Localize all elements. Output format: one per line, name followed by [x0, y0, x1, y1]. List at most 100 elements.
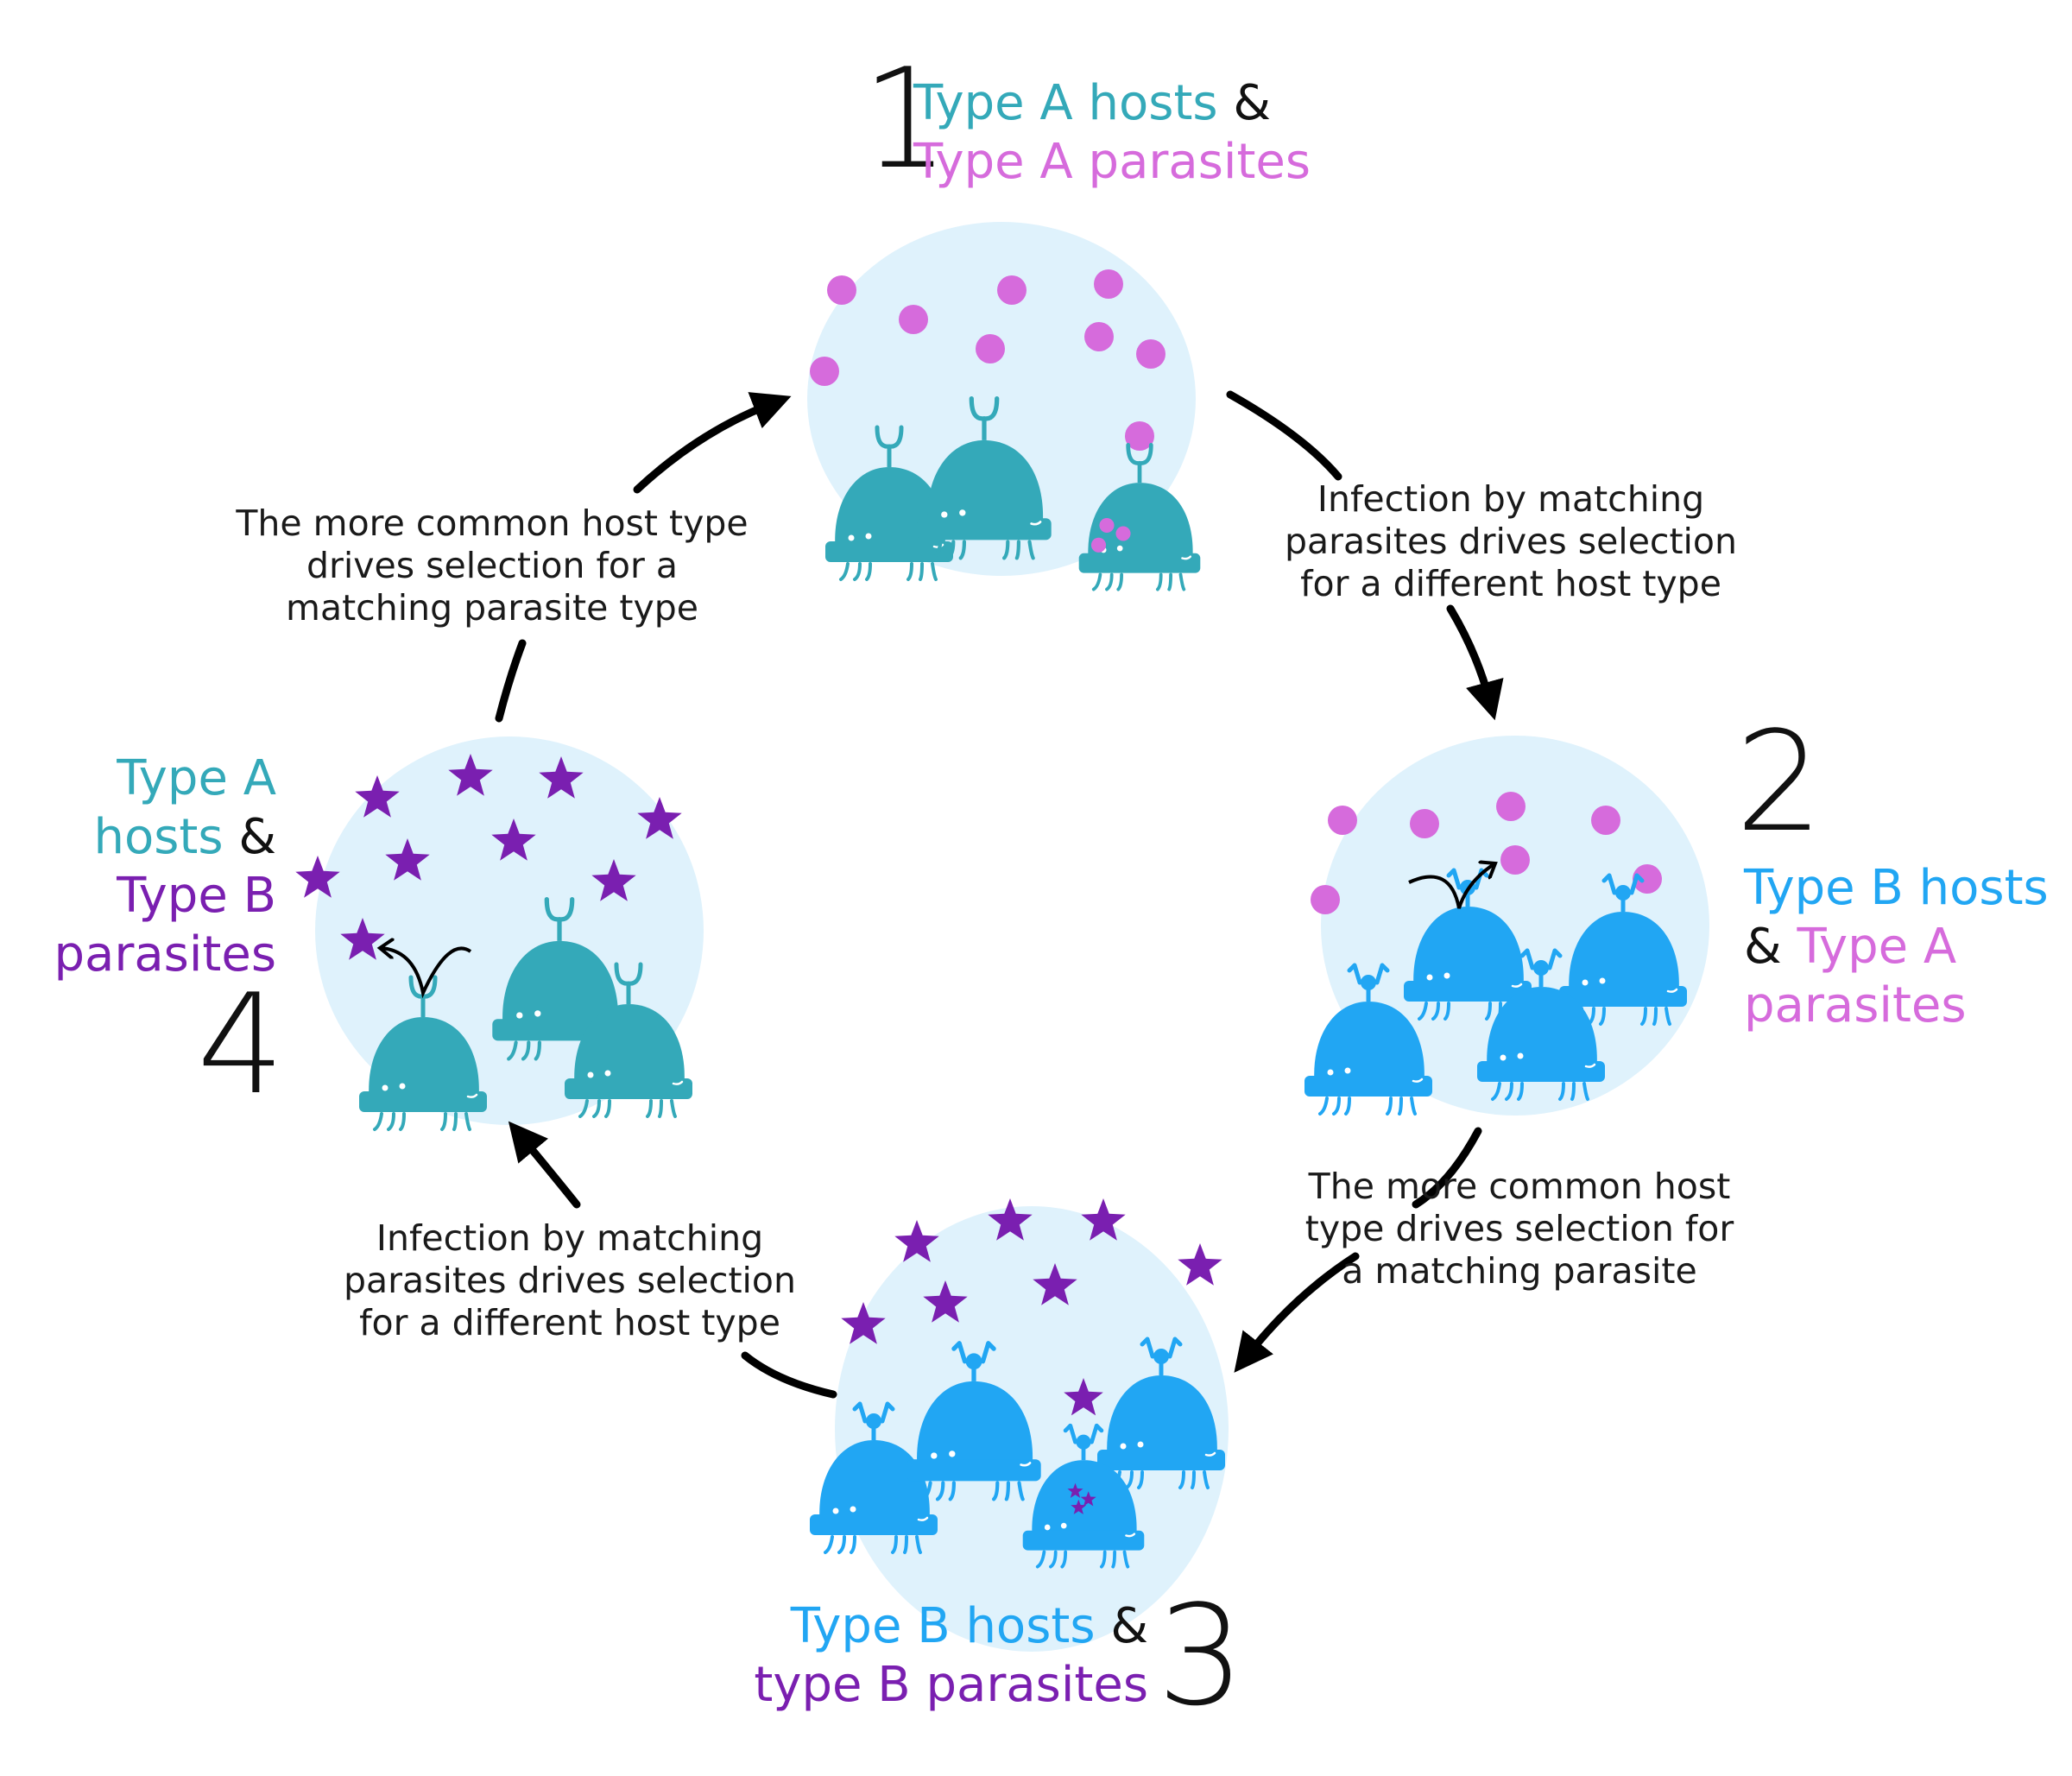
- host-mouth: [466, 1093, 478, 1098]
- caption-3-to-4-line-3: for a different host type: [359, 1302, 780, 1343]
- stage-4-parasite-star-icon: [539, 756, 584, 799]
- stage-4-host: [565, 962, 692, 1118]
- stage-1-parasite-circle-icon: [1094, 269, 1123, 299]
- host-legs: [824, 1535, 922, 1554]
- stage-4-parasite-star-icon: [340, 918, 385, 960]
- host-antenna-crab: [1140, 1337, 1183, 1359]
- stage-1-parasite-circle-icon: [976, 334, 1005, 363]
- stage-4-parasite-star-icon: [448, 754, 493, 796]
- stage-1-host-infected: [1078, 443, 1201, 591]
- stage-2-parasite-circle-icon: [1591, 806, 1620, 835]
- host-rim: [1304, 1076, 1432, 1097]
- stage-4-host-text-2: hosts: [93, 809, 224, 865]
- host-mouth: [1020, 1462, 1032, 1467]
- stage-1-parasite-circle-icon: [1136, 339, 1166, 369]
- arrow-1-to-2-head-segment: [1446, 604, 1504, 721]
- stage-1-parasite-circle-icon: [1125, 421, 1154, 451]
- host-legs: [1091, 572, 1186, 591]
- host-legs: [932, 540, 1035, 560]
- host-body: [1107, 1375, 1217, 1462]
- stage-3-ampersand: &: [1110, 1598, 1148, 1654]
- host-antenna-crab: [1519, 948, 1563, 970]
- stage-2-parasite-circle-icon: [1633, 864, 1662, 894]
- stage-2-parasite-circle-icon: [1496, 792, 1526, 821]
- host-body: [1088, 483, 1193, 566]
- host-rim: [1559, 986, 1687, 1007]
- host-body: [917, 1381, 1033, 1472]
- stage-4-parasite-star-icon: [355, 775, 400, 818]
- stage-4-parasite-text-2: parasites: [54, 926, 276, 983]
- stage-2-parasite-circle-icon: [1500, 845, 1530, 875]
- stage-4-parasite-star-icon: [637, 797, 682, 839]
- host-body: [502, 940, 619, 1032]
- host-antenna-crab: [1063, 1423, 1104, 1444]
- stage-2-parasite-circle-icon: [1328, 806, 1357, 835]
- stage-3-host-text: Type B hosts: [790, 1598, 1096, 1654]
- host-body: [1413, 907, 1524, 993]
- host-eye-left: [1500, 1054, 1507, 1061]
- arrow-4-to-1-lower-segment: [495, 639, 527, 723]
- host-eye-right: [1137, 1441, 1144, 1448]
- host-antenna-knob: [866, 1413, 881, 1429]
- stage-3-host: [1097, 1337, 1225, 1489]
- host-eye-right: [1517, 1052, 1524, 1059]
- host-eye-right: [399, 1083, 406, 1090]
- host-body: [1487, 987, 1597, 1073]
- stage-1-label: Type A hosts & Type A parasites: [913, 74, 1311, 192]
- host-eye-right: [604, 1070, 611, 1077]
- host-eye-right: [949, 1451, 956, 1457]
- host-mouth: [1584, 1063, 1596, 1068]
- host-legs: [839, 562, 938, 581]
- host-rim: [1097, 1450, 1225, 1470]
- stage-1-parasite-circle-icon: [997, 275, 1027, 305]
- stage-2-ampersand: &: [1744, 919, 1782, 975]
- caption-2-to-3-line-3: a matching parasite: [1342, 1250, 1697, 1292]
- stage-2-parasite-circle-icon: [1311, 885, 1340, 914]
- host-antenna-cup: [614, 962, 643, 986]
- stage-3-label: Type B hosts & type B parasites: [751, 1597, 1148, 1715]
- infecting-parasite-circle-icon: [1090, 537, 1107, 553]
- stage-2-parasite-text: Type A: [1797, 919, 1957, 975]
- caption-1-to-2-line-2: parasites drives selection: [1284, 521, 1737, 562]
- infecting-parasite-circle-icon: [1115, 526, 1131, 541]
- stage-3-parasite-star-icon: [841, 1302, 886, 1344]
- stage-2-host-text: Type B hosts: [1744, 860, 2049, 916]
- stage-2-host: [1304, 963, 1432, 1116]
- host-eye-left: [587, 1071, 594, 1078]
- arrow-3-to-4-lower-segment: [741, 1351, 837, 1399]
- host-body: [1569, 912, 1679, 998]
- host-legs: [1418, 1002, 1516, 1021]
- host-antenna-cup: [969, 395, 1000, 421]
- stage-4-escape-arrow: [380, 948, 472, 999]
- host-eye-right: [850, 1506, 856, 1513]
- host-eye-left: [1426, 974, 1433, 981]
- arrow-4-to-1-head-segment: [633, 392, 792, 494]
- host-body: [819, 1440, 930, 1526]
- host-antenna-cup: [1126, 443, 1153, 465]
- host-eye-left: [1582, 979, 1589, 986]
- caption-1-to-2-line-3: for a different host type: [1300, 563, 1721, 604]
- stage-4-parasite-star-icon: [295, 856, 340, 898]
- host-eye-left: [1044, 1524, 1051, 1531]
- host-mouth: [1030, 521, 1042, 526]
- arrow-1-to-2-upper-segment: [1226, 390, 1342, 481]
- caption-4-to-1-line-1: The more common host type: [236, 502, 749, 544]
- infecting-parasite-star-icon: [1067, 1482, 1083, 1498]
- stage-3-parasite-star-icon: [1033, 1263, 1077, 1305]
- host-antenna-knob: [1615, 885, 1631, 901]
- caption-2-to-3-line-2: type drives selection for: [1304, 1208, 1734, 1249]
- host-rim: [906, 1459, 1041, 1482]
- host-mouth: [1125, 1533, 1136, 1538]
- host-mouth: [1412, 1078, 1424, 1083]
- stage-4-label: Type A hosts & Type B parasites: [35, 749, 276, 984]
- host-rim: [917, 518, 1052, 540]
- host-legs: [373, 1112, 471, 1131]
- host-eye-right: [534, 1010, 541, 1017]
- caption-3-to-4-line-2: parasites drives selection: [343, 1260, 796, 1301]
- stage-1-parasite-text: Type A parasites: [913, 134, 1311, 190]
- host-legs: [1318, 1097, 1417, 1116]
- host-antenna-knob: [1076, 1434, 1091, 1450]
- stage-3-parasite-text: type B parasites: [754, 1657, 1148, 1713]
- host-eye-right: [1599, 977, 1606, 984]
- stage-3-parasite-star-icon: [1081, 1198, 1126, 1241]
